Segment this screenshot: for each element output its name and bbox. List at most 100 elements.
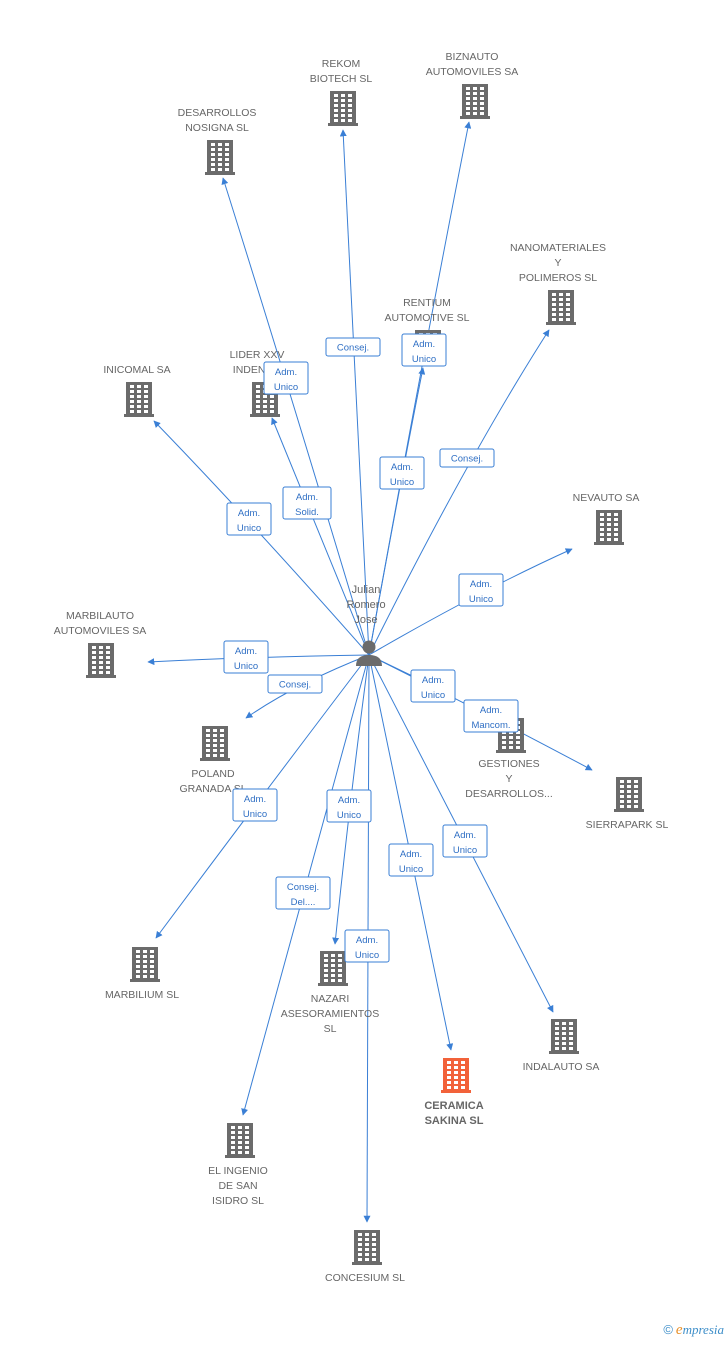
edge-role-text: Consej. (287, 882, 319, 893)
edge-role-label-indalauto[interactable]: Adm. Unico (442, 824, 488, 858)
company-node-biznauto[interactable]: BIZNAUTO AUTOMOVILES SA (426, 51, 519, 119)
edge-line-lider (271, 417, 370, 656)
company-label-line: AUTOMOVILES SA (426, 66, 519, 78)
building-icon (460, 84, 490, 119)
edge-line-nanomateriales (368, 329, 550, 656)
company-label-line: Y (505, 773, 512, 785)
edge-role-label-nanomateriales[interactable]: Consej. (439, 448, 495, 468)
edge-role-text: Adm. (400, 849, 422, 860)
company-label-line: CERAMICA (424, 1100, 483, 1112)
edge-line-rekom (339, 129, 370, 656)
edge-role-text: Unico (355, 950, 379, 961)
edge-role-label-rekom[interactable]: Consej. (325, 337, 381, 357)
edge-role-text: Adm. (235, 646, 257, 657)
building-icon (441, 1058, 471, 1093)
building-icon (225, 1123, 255, 1158)
person-name-line: Jose (354, 614, 377, 626)
edge-role-text: Unico (412, 354, 436, 365)
company-label-line: BIZNAUTO (446, 51, 499, 63)
copyright-symbol: © (663, 1322, 673, 1337)
edge-role-label-nazari[interactable]: Adm.Unico (326, 789, 372, 823)
edge-role-text: Adm. (244, 794, 266, 805)
edge-role-label-rentium[interactable]: Adm.Unico (379, 456, 425, 490)
company-label-line: ISIDRO SL (212, 1195, 264, 1207)
company-label-line: NAZARI (311, 993, 350, 1005)
company-node-marbilium[interactable]: MARBILIUM SL (105, 947, 179, 1001)
edge-role-label-marbilium[interactable]: Adm. Unico (232, 788, 278, 822)
edge-role-label-biznauto[interactable]: Adm. Unico (401, 333, 447, 367)
edge-role-text: Adm. (413, 339, 435, 350)
edge-labels-layer: Adm.UnicoConsej.Adm.UnicoConsej.Adm.Unic… (223, 333, 519, 963)
building-icon (130, 947, 160, 982)
edge-role-label-ingenio[interactable]: Consej.Del.... (275, 876, 331, 910)
edge-role-text: Unico (243, 809, 267, 820)
edge-role-text: Adm. (238, 508, 260, 519)
edge-role-label-gestiones[interactable]: Adm.Unico (410, 669, 456, 703)
logo-text: mpresia (682, 1322, 724, 1337)
person-icon (356, 640, 382, 666)
edge-role-label-desarrollos[interactable]: Adm.Unico (263, 361, 309, 395)
edge-role-label-lider[interactable]: Adm. Solid. (282, 486, 332, 520)
building-icon (546, 290, 576, 325)
edge-role-text: Adm. (275, 367, 297, 378)
company-label-line: EL INGENIO (208, 1165, 268, 1177)
edge-role-text: Adm. (470, 579, 492, 590)
empresia-logo[interactable]: ©empresia (663, 1322, 724, 1339)
building-icon (352, 1230, 382, 1265)
edge-role-label-concesium[interactable]: Adm.Unico (344, 929, 390, 963)
edge-role-text: Unico (453, 845, 477, 856)
company-label-line: NEVAUTO SA (573, 492, 640, 504)
building-icon (205, 140, 235, 175)
company-node-nevauto[interactable]: NEVAUTO SA (573, 492, 640, 545)
person-name-line: Romero (346, 599, 385, 611)
edges-layer (147, 121, 593, 1223)
edge-role-label-nevauto[interactable]: Adm.Unico (458, 573, 504, 607)
company-node-sierrapark[interactable]: SIERRAPARK SL (586, 777, 669, 831)
building-icon (124, 382, 154, 417)
company-label-line: RENTIUM (403, 297, 451, 309)
company-label-line: MARBILAUTO (66, 610, 134, 622)
company-label-line: SL (324, 1023, 337, 1035)
edge-role-text: Adm. (480, 705, 502, 716)
edge-line-rentium (368, 367, 426, 656)
company-label-line: INICOMAL SA (103, 364, 170, 376)
company-label-line: INDALAUTO SA (523, 1061, 600, 1073)
edge-role-text: Unico (421, 690, 445, 701)
building-icon (614, 777, 644, 812)
edge-role-text: Unico (234, 661, 258, 672)
company-node-concesium[interactable]: CONCESIUM SL (325, 1230, 405, 1284)
company-node-marbilauto[interactable]: MARBILAUTO AUTOMOVILES SA (54, 610, 147, 678)
building-icon (594, 510, 624, 545)
company-label-line: BIOTECH SL (310, 73, 373, 85)
company-label-line: NOSIGNA SL (185, 122, 249, 134)
edge-role-label-inicomal[interactable]: Adm.Unico (226, 502, 272, 536)
building-icon (200, 726, 230, 761)
edge-role-label-sierrapark[interactable]: Adm.Mancom. (463, 699, 519, 733)
company-node-inicomal[interactable]: INICOMAL SA (103, 364, 171, 417)
edge-role-label-marbilauto[interactable]: Adm. Unico (223, 640, 269, 674)
edge-role-text: Solid. (295, 507, 319, 518)
edge-role-text: Consej. (337, 343, 369, 354)
company-label-line: CONCESIUM SL (325, 1272, 405, 1284)
company-label-line: Y (554, 257, 561, 269)
company-node-indalauto[interactable]: INDALAUTO SA (523, 1019, 600, 1073)
company-label-line: POLIMEROS SL (519, 272, 597, 284)
edge-role-label-poland[interactable]: Consej. (267, 674, 323, 694)
company-label-line: GESTIONES (478, 758, 539, 770)
edge-line-desarrollos (221, 177, 370, 656)
company-label-line: AUTOMOVILES SA (54, 625, 147, 637)
edge-role-text: Adm. (338, 795, 360, 806)
company-label-line: AUTOMOTIVE SL (385, 312, 470, 324)
edge-role-label-ceramica[interactable]: Adm.Unico (388, 843, 434, 877)
edge-role-text: Adm. (454, 830, 476, 841)
edge-role-text: Adm. (296, 492, 318, 503)
